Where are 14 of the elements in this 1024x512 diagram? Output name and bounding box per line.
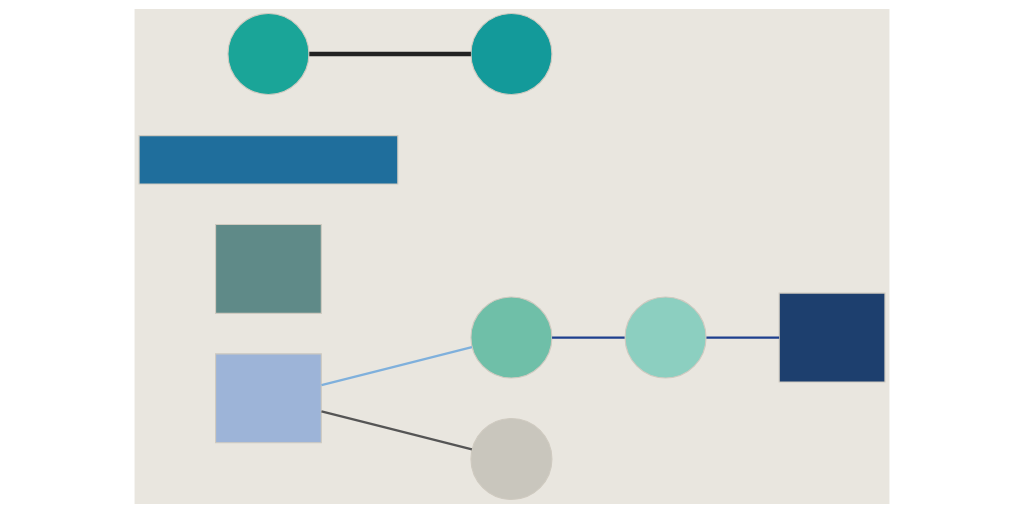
node-circle [227,12,310,95]
connector [309,51,471,56]
connector [321,345,473,386]
connector [321,409,473,450]
node-bar [138,134,399,184]
connector [706,335,780,339]
node-box [215,223,322,314]
node-circle [470,295,553,379]
node-box [778,292,886,382]
node-circle [470,417,553,500]
node-box [215,352,322,443]
node-circle [470,12,553,95]
node-circle [624,295,707,379]
connector [552,335,625,339]
